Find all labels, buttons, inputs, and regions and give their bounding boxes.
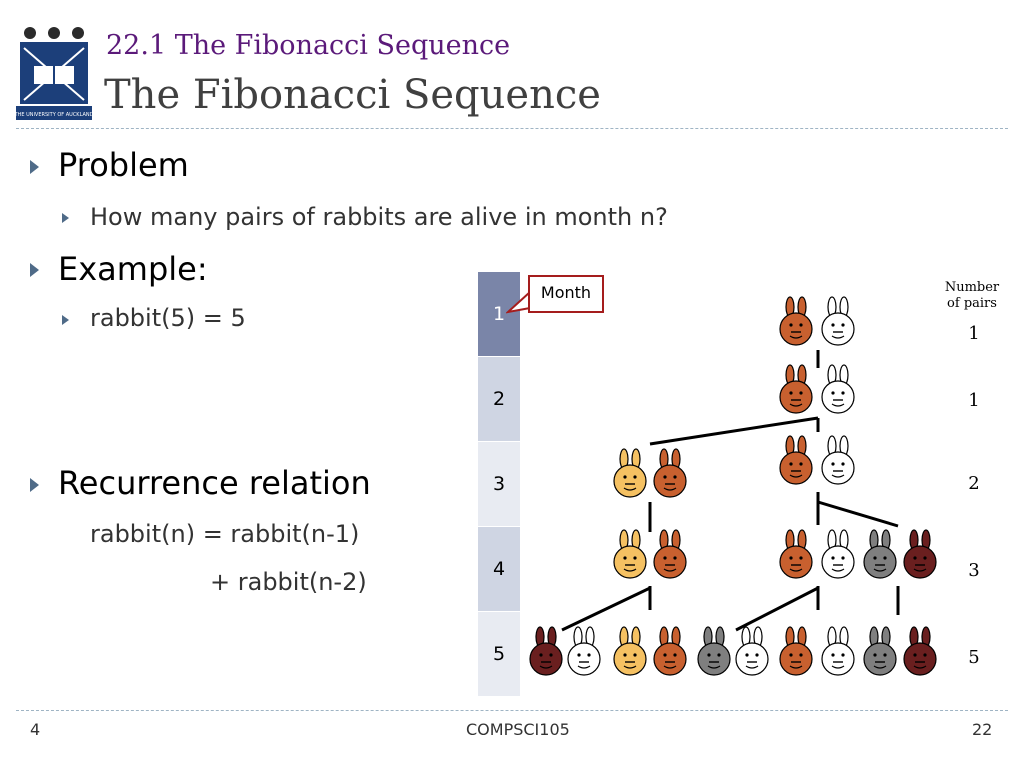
tree-connector bbox=[735, 586, 819, 632]
page-number: 4 bbox=[30, 720, 41, 739]
rabbit-icon bbox=[821, 364, 855, 414]
slide-title: The Fibonacci Sequence bbox=[104, 72, 601, 118]
rabbit-icon bbox=[821, 435, 855, 485]
month-column: 1 2 3 4 5 bbox=[478, 272, 520, 697]
sub-bullet-icon bbox=[62, 213, 69, 223]
rabbit-icon bbox=[779, 296, 813, 346]
kiwi-birds-icon bbox=[24, 27, 84, 39]
rabbit-icon bbox=[863, 529, 897, 579]
rabbit-family-tree bbox=[529, 296, 937, 676]
rabbit-icon bbox=[821, 626, 855, 676]
rabbit-icon bbox=[735, 626, 769, 676]
rabbit-icon bbox=[567, 626, 601, 676]
recurrence-line-2: + rabbit(n-2) bbox=[210, 568, 367, 596]
problem-question: How many pairs of rabbits are alive in m… bbox=[90, 203, 668, 231]
month-callout: Month bbox=[528, 275, 604, 313]
rabbit-icon bbox=[779, 529, 813, 579]
bullet-icon bbox=[30, 160, 39, 174]
pairs-header-line-2: of pairs bbox=[947, 296, 997, 311]
footer-divider bbox=[16, 710, 1008, 711]
recurrence-line-1: rabbit(n) = rabbit(n-1) bbox=[90, 520, 360, 548]
tree-connector bbox=[817, 500, 899, 528]
slide-number: 22 bbox=[972, 720, 993, 739]
pairs-header: Number of pairs bbox=[936, 280, 1008, 312]
rabbit-icon bbox=[779, 435, 813, 485]
rabbit-icon bbox=[653, 529, 687, 579]
section-subtitle: 22.1 The Fibonacci Sequence bbox=[106, 30, 511, 61]
rabbit-icon bbox=[613, 626, 647, 676]
rabbit-icon bbox=[613, 448, 647, 498]
month-cell: 5 bbox=[478, 612, 520, 697]
rabbit-icon bbox=[821, 529, 855, 579]
course-name: COMPSCI105 bbox=[466, 720, 570, 739]
tree-connector bbox=[561, 586, 651, 632]
rabbit-icon bbox=[653, 448, 687, 498]
pair-count: 2 bbox=[968, 473, 980, 494]
rabbit-icon bbox=[903, 626, 937, 676]
university-logo: THE UNIVERSITY OF AUCKLAND bbox=[16, 24, 92, 120]
problem-bullet: Problem bbox=[58, 146, 189, 184]
rabbit-icon bbox=[821, 296, 855, 346]
pair-count: 1 bbox=[968, 390, 980, 411]
example-bullet: Example: bbox=[58, 250, 208, 288]
tree-connector bbox=[649, 416, 819, 446]
bullet-icon bbox=[30, 263, 39, 277]
rabbit-icon bbox=[529, 626, 563, 676]
rabbit-icon bbox=[903, 529, 937, 579]
pair-count: 3 bbox=[968, 560, 980, 581]
rabbit-icon bbox=[863, 626, 897, 676]
sub-bullet-icon bbox=[62, 315, 69, 325]
example-value: rabbit(5) = 5 bbox=[90, 304, 246, 332]
pair-count: 5 bbox=[968, 647, 980, 668]
svg-text:THE UNIVERSITY OF AUCKLAND: THE UNIVERSITY OF AUCKLAND bbox=[16, 112, 92, 118]
rabbit-icon bbox=[697, 626, 731, 676]
rabbit-icon bbox=[613, 529, 647, 579]
rabbit-icon bbox=[779, 626, 813, 676]
month-cell: 3 bbox=[478, 442, 520, 527]
bullet-icon bbox=[30, 478, 39, 492]
month-cell: 1 bbox=[478, 272, 520, 357]
title-divider bbox=[16, 128, 1008, 129]
month-cell: 2 bbox=[478, 357, 520, 442]
rabbit-icon bbox=[653, 626, 687, 676]
pair-count: 1 bbox=[968, 323, 980, 344]
rabbit-icon bbox=[779, 364, 813, 414]
pairs-header-line-1: Number bbox=[944, 280, 1000, 295]
recurrence-bullet: Recurrence relation bbox=[58, 464, 371, 502]
month-cell: 4 bbox=[478, 527, 520, 612]
